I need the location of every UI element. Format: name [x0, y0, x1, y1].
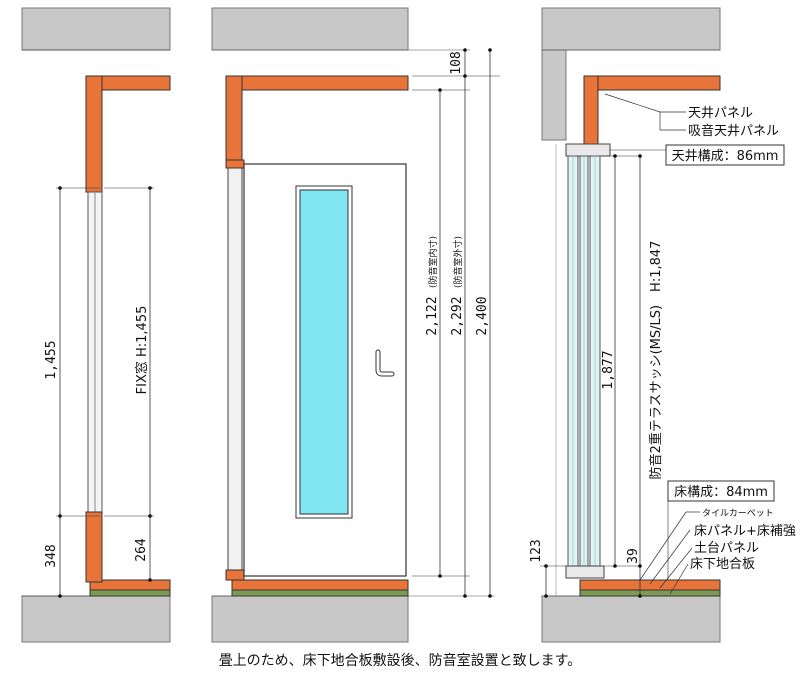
- dim-window-height: 1,455: [44, 340, 59, 379]
- panel-terrace-sash: 1,877 39 123 防音2重テラスサッシ(MS/LS) H:1,847 天…: [529, 7, 796, 643]
- hinge-bottom: [225, 569, 245, 581]
- dim-outer-height: 2,292: [450, 296, 465, 335]
- hinge-top: [225, 159, 245, 169]
- floor-config-label: 床構成：84mm: [674, 485, 768, 500]
- sash-head: [565, 143, 611, 157]
- ceiling-panel: [92, 75, 171, 91]
- floor-panel: [579, 579, 721, 591]
- panel-door: 108 2,122 (防音室内寸) 2,292 (防音室外寸) 2,400: [211, 7, 500, 643]
- label-subfloor: 床下地合板: [690, 557, 755, 572]
- dim-39: 39: [626, 548, 641, 564]
- ceiling-slab: [21, 7, 171, 51]
- ceiling-config-label: 天井構成：86mm: [672, 149, 779, 164]
- drawing-caption: 畳上のため、床下地合板敷設後、防音室設置と致します。: [218, 653, 582, 669]
- ceiling-slab: [541, 7, 721, 51]
- door-window-glass: [299, 189, 349, 515]
- ceiling-panel: [231, 75, 409, 91]
- dim-sill-outer: 348: [44, 544, 59, 567]
- sash-label: 防音2重テラスサッシ(MS/LS) H:1,847: [648, 241, 664, 480]
- dim-inner-note: (防音室内寸): [427, 236, 439, 288]
- ceiling-slab: [211, 7, 409, 51]
- label-floor-panel: 床パネル+床補強: [694, 524, 796, 539]
- panel-fix-window: 1,455 348 264 FIX窓 H:1,455: [21, 7, 171, 643]
- floor-slab: [211, 595, 409, 643]
- label-ceiling-panel: 天井パネル: [688, 106, 753, 121]
- label-base-panel: 土台パネル: [694, 541, 759, 556]
- wall-panel: [583, 75, 599, 147]
- dim-123: 123: [529, 539, 544, 562]
- subfloor-plywood: [579, 589, 721, 597]
- floor-slab: [21, 595, 171, 643]
- dim-sill-inner: 264: [134, 538, 149, 562]
- label-tile-carpet: タイルカーペット: [702, 508, 774, 519]
- floor-panel: [231, 579, 409, 591]
- ceiling-config-box: [665, 144, 785, 166]
- floor-slab: [541, 595, 721, 643]
- dim-sash-height: 1,877: [601, 350, 616, 389]
- wall-panel-lower: [85, 511, 103, 583]
- wall-panel-upper: [85, 75, 103, 193]
- label-absorb-ceiling-panel: 吸音天井パネル: [688, 123, 779, 139]
- exterior-wall: [541, 49, 567, 141]
- sash-sill: [565, 565, 605, 579]
- dim-total-height: 2,400: [475, 296, 490, 335]
- fix-window-label: FIX窓 H:1,455: [134, 306, 150, 395]
- ceiling-panel: [589, 75, 721, 91]
- dim-top-gap: 108: [449, 51, 464, 74]
- dim-inner-height: 2,122: [425, 296, 440, 335]
- door-frame: [227, 165, 243, 577]
- dim-outer-note: (防音室外寸): [452, 236, 464, 288]
- floor-config-box: [667, 480, 775, 502]
- subfloor-plywood: [231, 589, 409, 597]
- subfloor-plywood: [89, 589, 171, 597]
- wall-panel: [225, 75, 243, 167]
